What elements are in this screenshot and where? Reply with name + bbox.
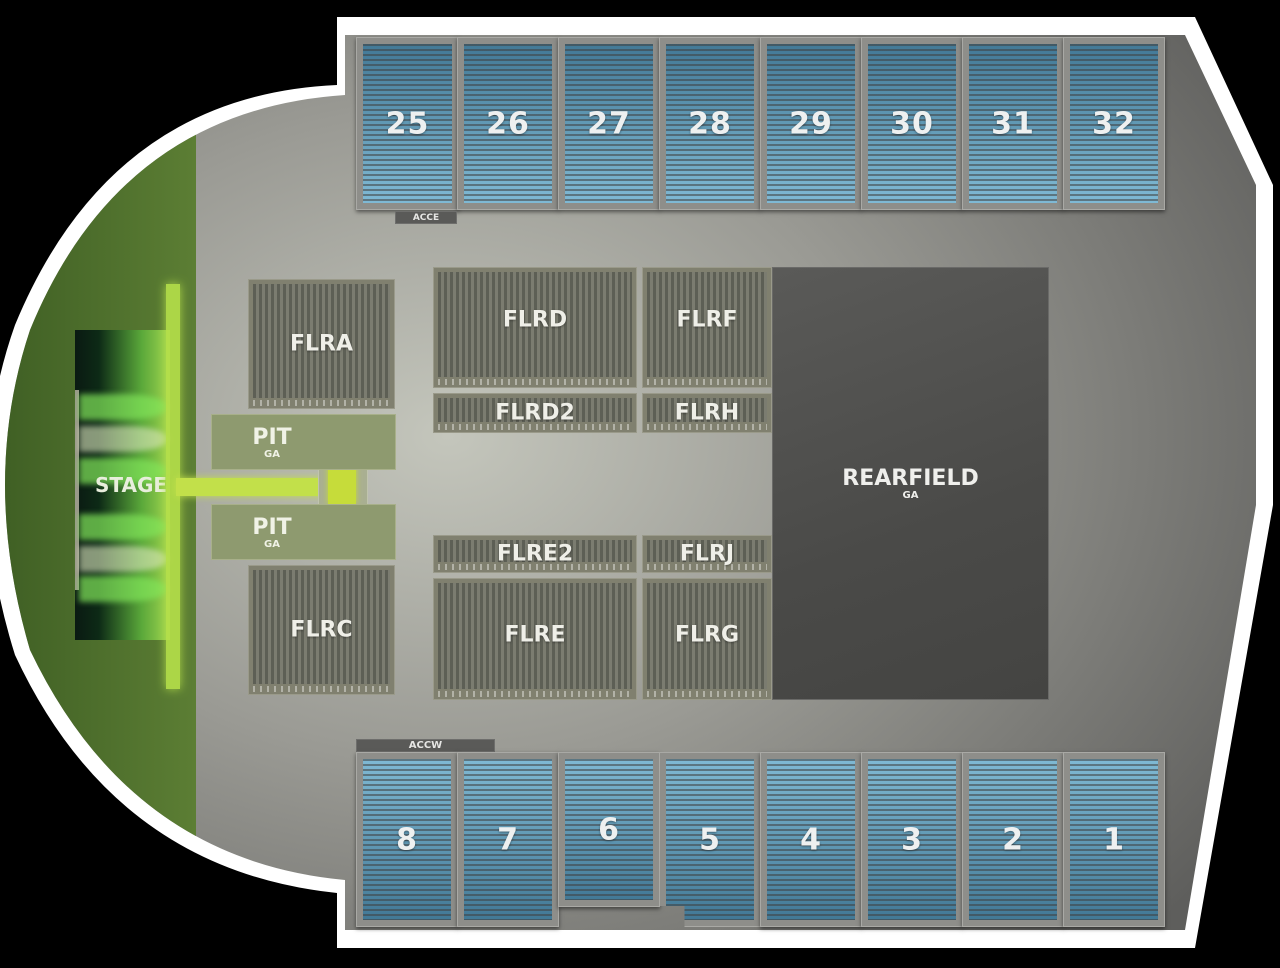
section-label: FLRD	[502, 307, 568, 333]
section-label: FLRH	[674, 400, 740, 426]
section-flrj[interactable]: FLRJ	[642, 535, 772, 573]
section-flrf[interactable]: FLRF	[642, 267, 772, 388]
section-label: FLRC	[290, 617, 353, 643]
section-32[interactable]: 32	[1063, 37, 1165, 210]
section-flrh[interactable]: FLRH	[642, 393, 772, 433]
pit-label: PIT GA	[252, 515, 292, 550]
section-28[interactable]: 28	[659, 37, 761, 210]
section-4[interactable]: 4	[760, 752, 862, 927]
section-flrd[interactable]: FLRD	[433, 267, 637, 388]
section-29[interactable]: 29	[760, 37, 862, 210]
section-flre[interactable]: FLRE	[433, 578, 637, 700]
light-beam-icon	[79, 426, 169, 452]
section-rearfield[interactable]: REARFIELD GA	[772, 267, 1049, 700]
section-pit-south[interactable]: PIT GA	[211, 504, 396, 560]
section-6[interactable]: 6	[558, 752, 660, 907]
section-label: FLRF	[676, 307, 738, 333]
section-26[interactable]: 26	[457, 37, 559, 210]
section-25[interactable]: 25	[356, 37, 459, 210]
rearfield-label: REARFIELD GA	[842, 466, 979, 501]
section-27[interactable]: 27	[558, 37, 660, 210]
section-2[interactable]: 2	[962, 752, 1064, 927]
section-acce[interactable]: ACCE	[395, 211, 457, 224]
section-label: FLRJ	[679, 541, 735, 567]
light-beam-icon	[79, 514, 169, 540]
section-pit-north[interactable]: PIT GA	[211, 414, 396, 470]
section-8[interactable]: 8	[356, 752, 458, 927]
section-label: FLRG	[674, 622, 740, 648]
section-3[interactable]: 3	[861, 752, 963, 927]
pit-label: PIT GA	[252, 425, 292, 460]
section-7[interactable]: 7	[457, 752, 559, 927]
section-30[interactable]: 30	[861, 37, 963, 210]
section-label: FLRE2	[496, 541, 574, 567]
section-flrg[interactable]: FLRG	[642, 578, 772, 700]
section-accw[interactable]: ACCW	[356, 739, 495, 752]
light-beam-icon	[79, 576, 169, 602]
stage-back-wall	[75, 390, 79, 590]
section-31[interactable]: 31	[962, 37, 1064, 210]
section-flrc[interactable]: FLRC	[248, 565, 395, 695]
stage-runway[interactable]	[176, 478, 336, 496]
section-5[interactable]: 5	[659, 752, 761, 927]
section-flra[interactable]: FLRA	[248, 279, 395, 409]
section-label: FLRE	[504, 622, 566, 648]
section-flre2[interactable]: FLRE2	[433, 535, 637, 573]
section-label: FLRA	[289, 331, 353, 357]
light-beam-icon	[79, 394, 169, 420]
stage-front-edge	[166, 284, 180, 689]
section-label: FLRD2	[495, 400, 575, 426]
stage-label: STAGE	[95, 473, 168, 497]
light-beam-icon	[79, 546, 169, 572]
section-flrd2[interactable]: FLRD2	[433, 393, 637, 433]
section-1[interactable]: 1	[1063, 752, 1165, 927]
light-beam-icon	[79, 458, 169, 484]
stage[interactable]: STAGE	[75, 330, 170, 640]
